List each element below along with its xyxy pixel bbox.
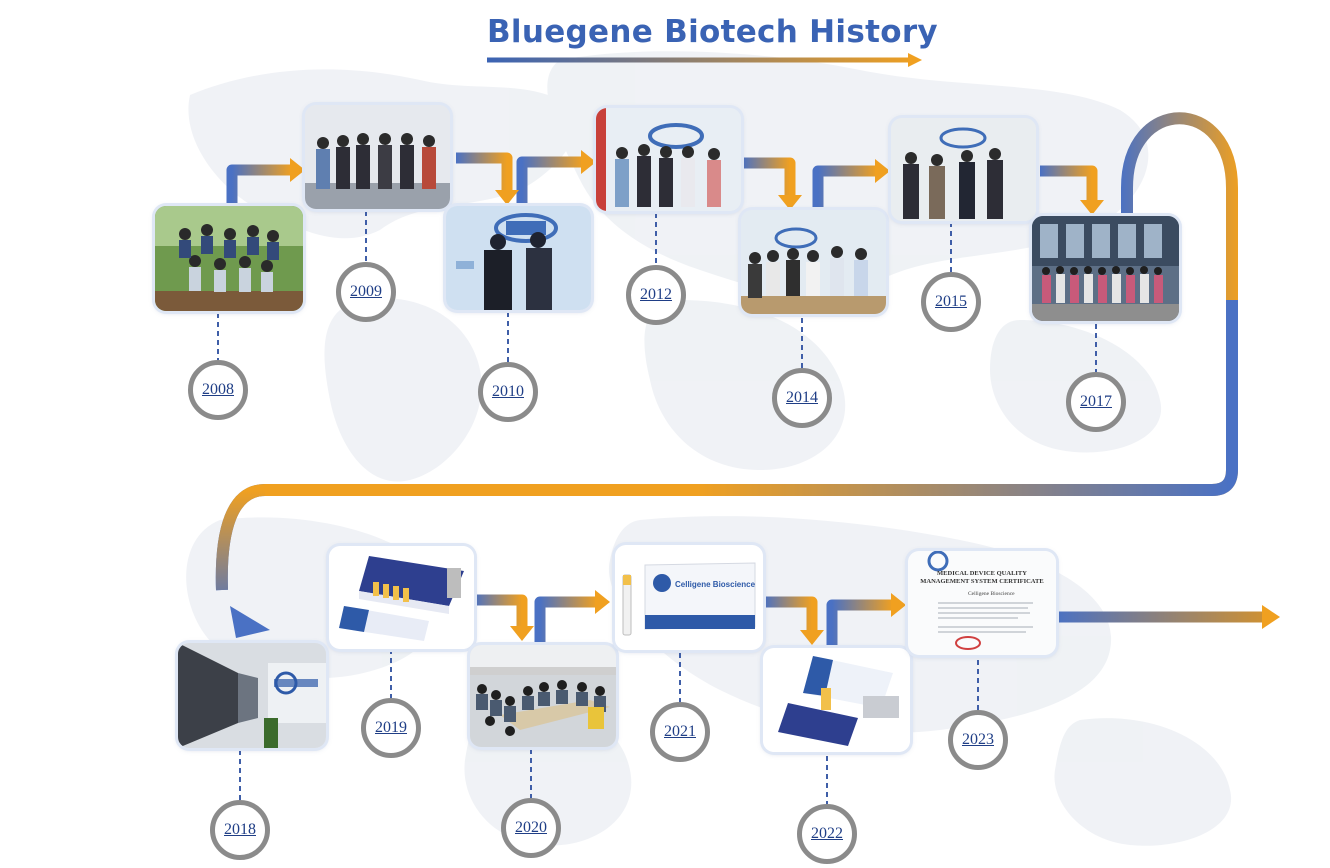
logo-wall-photo: [891, 118, 1036, 221]
year-circle-2015[interactable]: 2015: [921, 272, 981, 332]
year-circle-2017[interactable]: 2017: [1066, 372, 1126, 432]
year-link[interactable]: 2010: [492, 383, 524, 400]
product-box-photo: Celligene Bioscience: [615, 545, 763, 650]
team-meeting-photo: [305, 105, 450, 209]
year-link[interactable]: 2021: [664, 723, 696, 740]
year-circle-2019[interactable]: 2019: [361, 698, 421, 758]
year-circle-2023[interactable]: 2023: [948, 710, 1008, 770]
year-link[interactable]: 2022: [811, 825, 843, 842]
product-kit-photo: [329, 546, 474, 649]
year-circle-2020[interactable]: 2020: [501, 798, 561, 858]
year-circle-2014[interactable]: 2014: [772, 368, 832, 428]
test-kit-photo: [763, 648, 910, 752]
year-circle-2009[interactable]: 2009: [336, 262, 396, 322]
box-brand-text: Celligene Bioscience: [675, 580, 756, 589]
year-link[interactable]: 2017: [1080, 393, 1112, 410]
year-link[interactable]: 2014: [786, 389, 818, 406]
cert-title-line1: MEDICAL DEVICE QUALITY: [937, 570, 1027, 577]
year-circle-2018[interactable]: 2018: [210, 800, 270, 860]
building-group-photo: [1032, 216, 1179, 321]
year-link[interactable]: 2015: [935, 293, 967, 310]
cert-title-line2: MANAGEMENT SYSTEM CERTIFICATE: [920, 578, 1043, 585]
year-link[interactable]: 2008: [202, 381, 234, 398]
year-link[interactable]: 2019: [375, 719, 407, 736]
cert-company: Celligene Bioscience: [968, 591, 1015, 597]
year-circle-2012[interactable]: 2012: [626, 265, 686, 325]
office-corridor-photo: [178, 643, 326, 748]
office-group-photo: [741, 210, 886, 314]
team-outdoor-photo: [155, 206, 303, 311]
year-circle-2008[interactable]: 2008: [188, 360, 248, 420]
certificate-photo: MEDICAL DEVICE QUALITY MANAGEMENT SYSTEM…: [908, 551, 1056, 655]
year-circle-2021[interactable]: 2021: [650, 702, 710, 762]
year-link[interactable]: 2012: [640, 286, 672, 303]
handshake-photo: [446, 206, 591, 310]
conference-room-photo: [470, 645, 616, 747]
year-link[interactable]: 2020: [515, 819, 547, 836]
year-link[interactable]: 2018: [224, 821, 256, 838]
year-circle-2022[interactable]: 2022: [797, 804, 857, 864]
year-circle-2010[interactable]: 2010: [478, 362, 538, 422]
year-link[interactable]: 2023: [962, 731, 994, 748]
office-logo-photo: [596, 108, 741, 211]
page-title: Bluegene Biotech History: [487, 14, 938, 50]
year-link[interactable]: 2009: [350, 283, 382, 300]
